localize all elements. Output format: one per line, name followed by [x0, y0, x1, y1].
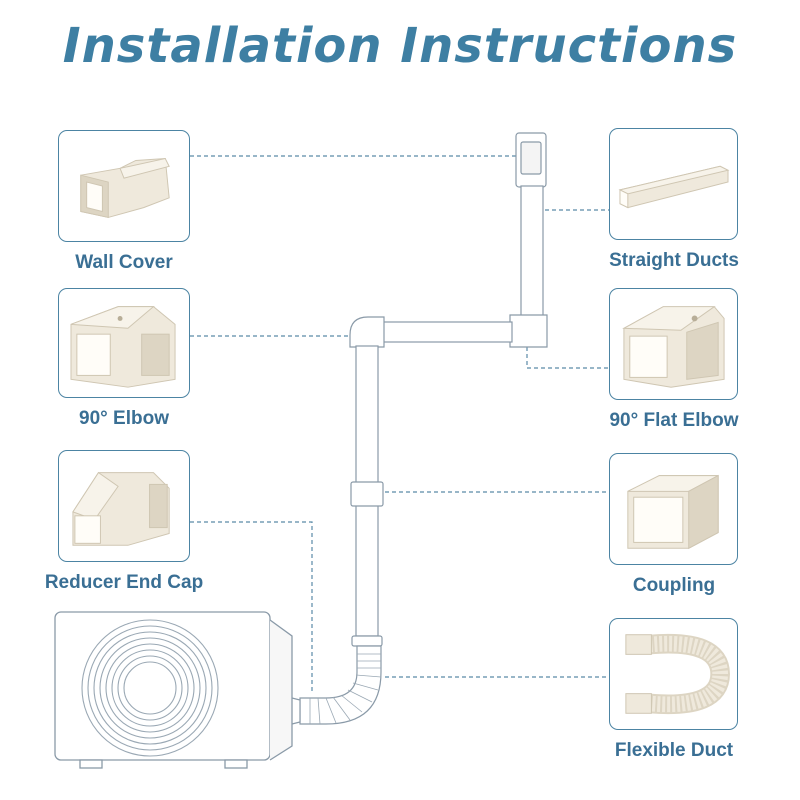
label-wall-cover: Wall Cover — [75, 252, 173, 273]
fan-grille — [81, 619, 219, 757]
card-straight-ducts — [609, 128, 738, 240]
label-coupling: Coupling — [632, 575, 716, 596]
card-coupling — [609, 453, 738, 565]
top-vertical-duct — [520, 185, 544, 317]
label-90-flat-elbow: 90° Flat Elbow — [609, 410, 739, 431]
leader-line-reducer-end-cap — [190, 521, 313, 692]
card-reducer-end-cap — [58, 450, 190, 562]
flexible-duct-image — [625, 633, 730, 715]
outdoor-unit — [54, 611, 293, 769]
leader-lines — [190, 155, 609, 692]
straight-ducts-image — [618, 165, 730, 209]
reducer-end-cap-image — [72, 471, 170, 546]
card-90-flat-elbow — [609, 288, 738, 400]
horizontal-duct — [379, 321, 513, 343]
flat-elbow-shape — [509, 314, 548, 348]
label-flexible-duct: Flexible Duct — [614, 740, 734, 761]
leader-line-90-flat-elbow — [526, 347, 609, 369]
elbow-shape — [349, 316, 385, 348]
flexible-duct-shape — [299, 645, 382, 725]
label-90-elbow: 90° Elbow — [79, 408, 169, 429]
label-straight-ducts: Straight Ducts — [609, 250, 739, 271]
coupling-shape — [350, 481, 384, 507]
outdoor-unit-body — [54, 611, 271, 761]
page-title: Installation Instructions — [62, 18, 738, 74]
90-elbow-image — [70, 306, 176, 388]
wall-cover-image — [80, 157, 170, 219]
card-wall-cover — [58, 130, 190, 242]
duct-run — [275, 132, 548, 729]
coupling-image — [627, 474, 719, 550]
card-90-elbow — [58, 288, 190, 398]
label-reducer-end-cap: Reducer End Cap — [44, 572, 204, 593]
90-flat-elbow-image — [622, 306, 725, 388]
card-flexible-duct — [609, 618, 738, 730]
